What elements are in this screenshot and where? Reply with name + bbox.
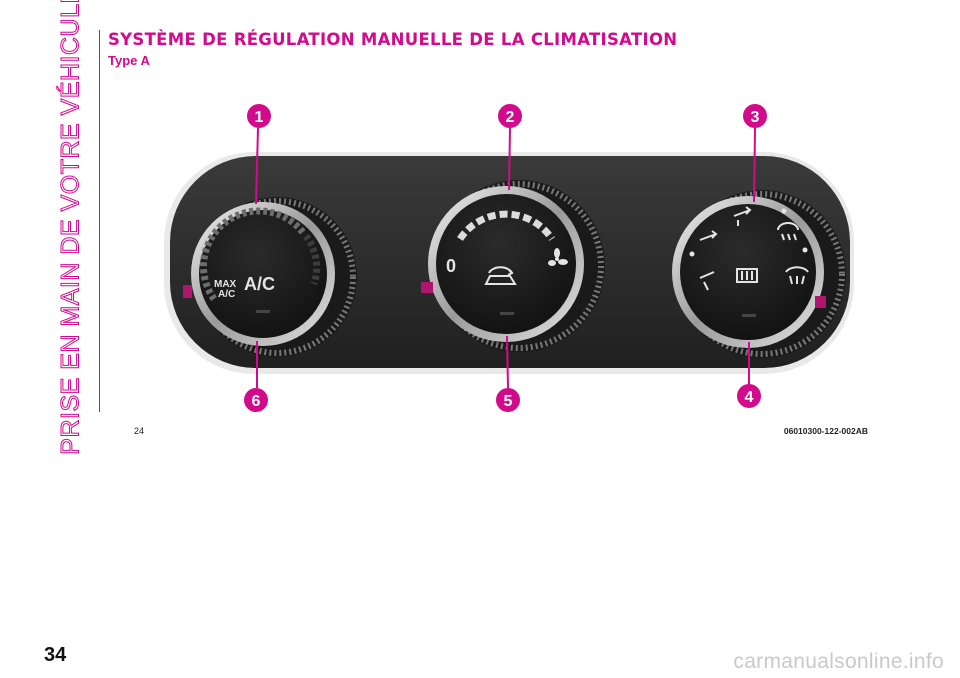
max-ac-label: MAX bbox=[214, 279, 237, 290]
callout-4: 4 bbox=[737, 384, 761, 408]
watermark: carmanualsonline.info bbox=[733, 650, 944, 673]
rear-defrost-icon bbox=[736, 268, 758, 283]
figure-code: 06010300-122-002AB bbox=[783, 426, 868, 436]
feet-vent-icon bbox=[699, 271, 715, 291]
figure-reference: 24 bbox=[134, 426, 145, 436]
fan-indicator bbox=[421, 282, 433, 293]
fan-speed-knob[interactable]: 0 bbox=[421, 180, 605, 352]
fan-led bbox=[500, 312, 514, 315]
callout-lines bbox=[255, 127, 756, 389]
svg-text:2: 2 bbox=[506, 109, 515, 126]
air-distribution-knob[interactable] bbox=[672, 190, 846, 358]
section-divider bbox=[99, 30, 100, 412]
svg-text:4: 4 bbox=[745, 389, 754, 406]
callout-6: 6 bbox=[244, 388, 268, 412]
callout-5: 5 bbox=[496, 388, 520, 412]
temperature-indicator bbox=[183, 285, 192, 298]
feet-defrost-icon bbox=[777, 222, 799, 241]
ac-label: A/C bbox=[244, 274, 275, 294]
climate-control-illustration: MAX A/C A/C 0 bbox=[164, 104, 854, 412]
climate-control-figure: MAX A/C A/C 0 bbox=[134, 94, 872, 416]
callout-3: 3 bbox=[743, 104, 767, 128]
svg-text:1: 1 bbox=[255, 109, 264, 126]
page-title: SYSTÈME DE RÉGULATION MANUELLE DE LA CLI… bbox=[108, 30, 678, 49]
fan-icon bbox=[548, 248, 568, 266]
callout-1: 1 bbox=[247, 104, 271, 128]
section-side-title: PRISE EN MAIN DE VOTRE VÉHICULE bbox=[48, 0, 94, 455]
max-ac-sub-label: A/C bbox=[218, 289, 235, 300]
distribution-dots bbox=[689, 208, 808, 257]
svg-text:5: 5 bbox=[504, 393, 513, 410]
temperature-led bbox=[256, 310, 270, 313]
recirculation-car-icon bbox=[484, 266, 517, 285]
section-side-title-text: PRISE EN MAIN DE VOTRE VÉHICULE bbox=[56, 0, 85, 455]
distribution-led bbox=[742, 314, 756, 317]
face-vent-icon bbox=[699, 230, 718, 241]
page-subtitle: Type A bbox=[108, 53, 150, 68]
callout-2: 2 bbox=[498, 104, 522, 128]
fan-zero-label: 0 bbox=[446, 256, 456, 276]
temperature-knob[interactable]: MAX A/C A/C bbox=[183, 197, 357, 357]
page-number: 34 bbox=[44, 644, 67, 666]
face-feet-vent-icon bbox=[733, 206, 752, 226]
svg-text:3: 3 bbox=[751, 109, 760, 126]
svg-text:6: 6 bbox=[252, 393, 261, 410]
windshield-defrost-icon bbox=[785, 266, 809, 285]
distribution-indicator bbox=[815, 296, 826, 308]
